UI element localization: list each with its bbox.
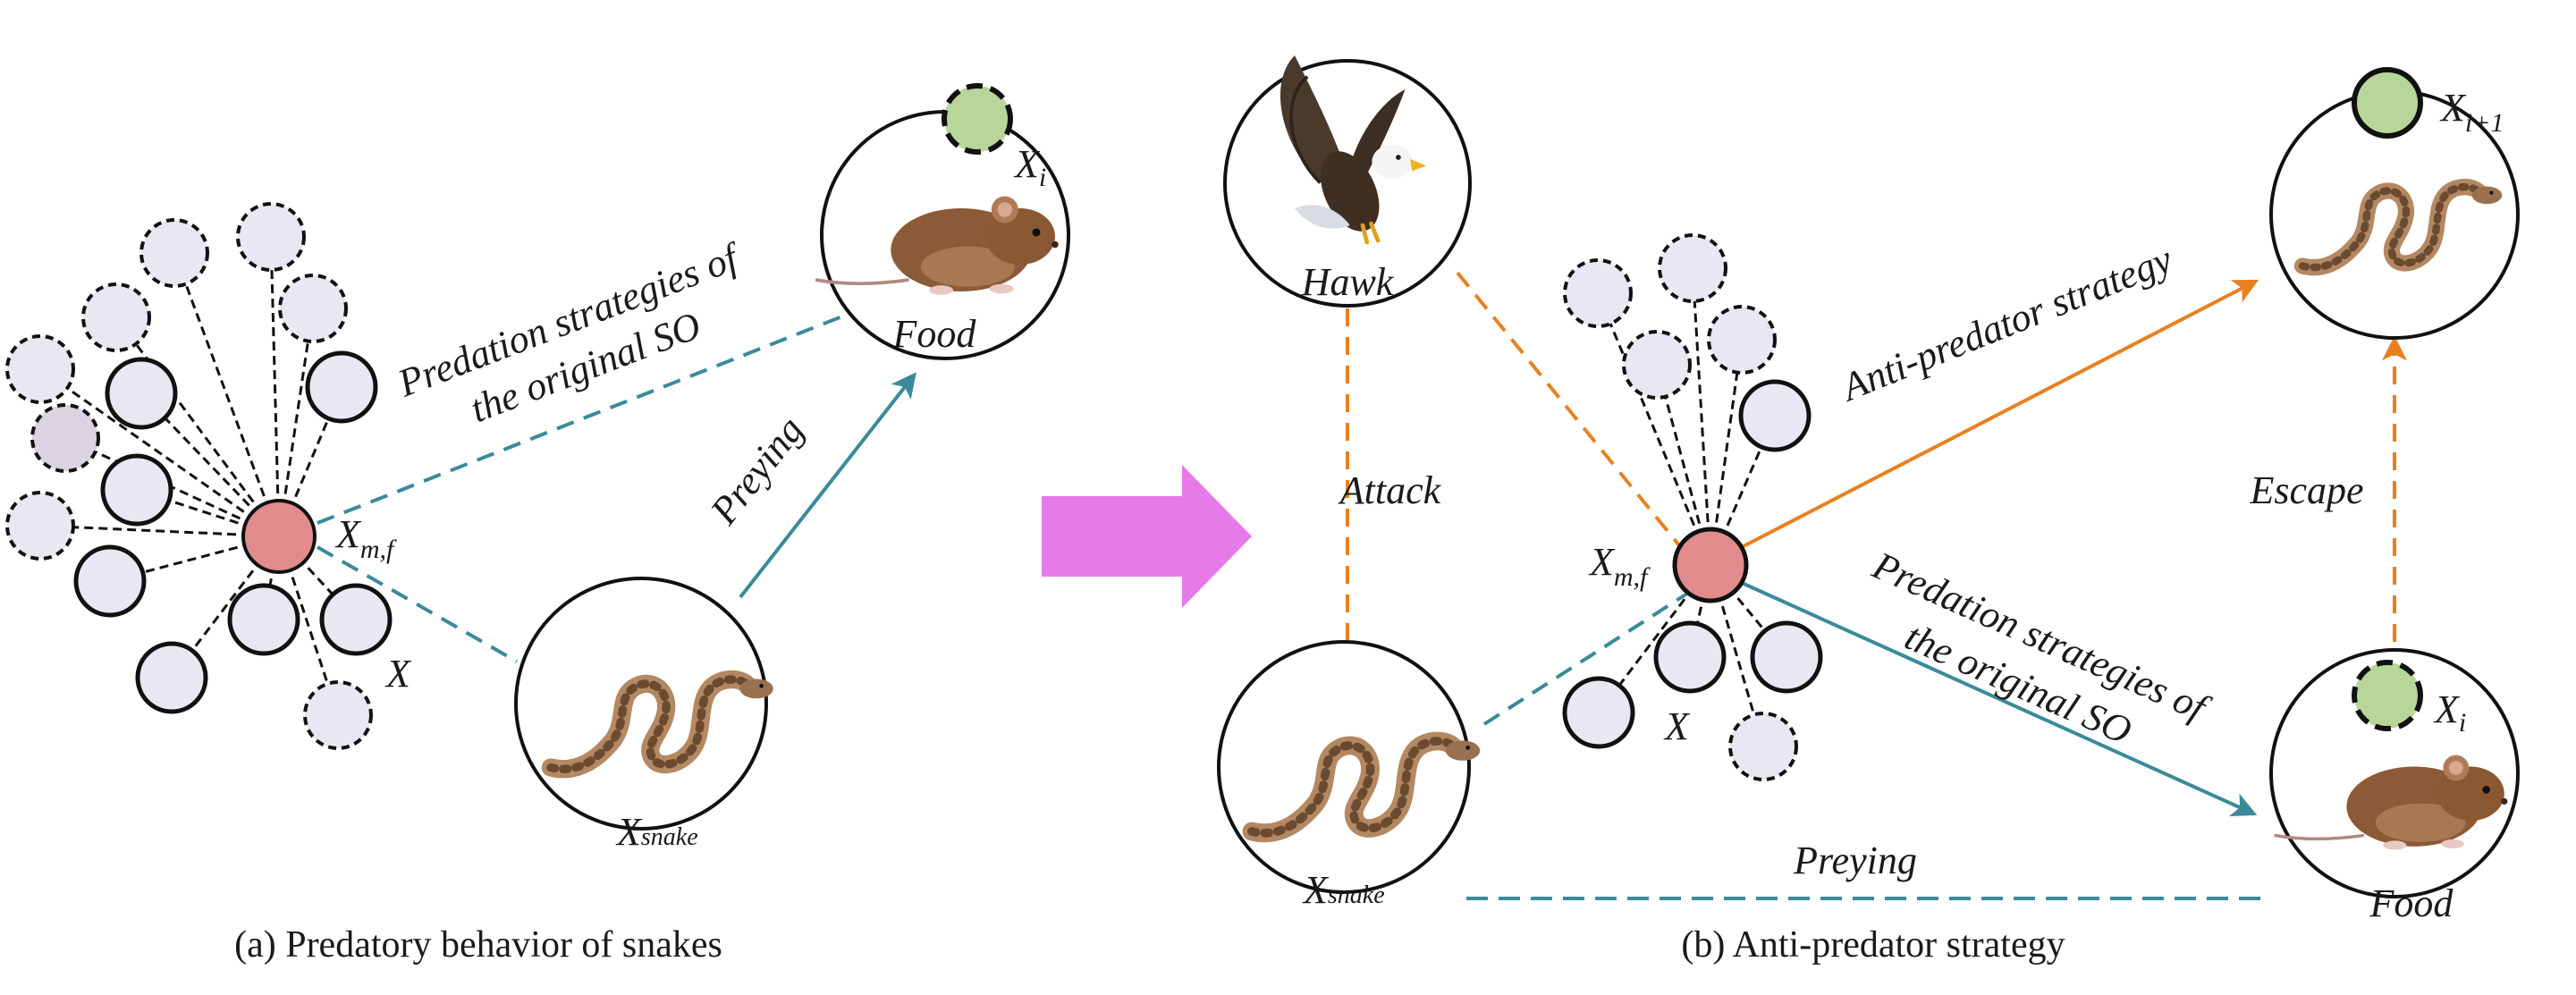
spoke-line — [136, 488, 280, 538]
target-node-xi — [2352, 660, 2423, 731]
candidate-node-dashed — [278, 274, 348, 343]
panel-a: Xm,f X Xi Food Xsnake Predation strategi… — [5, 83, 1070, 965]
caption-b: (b) Anti-predator strategy — [1681, 924, 2065, 965]
strategy-label: Predation strategies of the original SO — [1866, 543, 2217, 753]
preying-arrow — [739, 372, 916, 599]
spoke-line — [1709, 339, 1744, 566]
candidate-node — [100, 453, 173, 527]
xi1-label: Xi+1 — [2439, 86, 2504, 138]
escape-label: Escape — [2249, 468, 2363, 512]
food-label: Food — [2369, 881, 2454, 925]
strategy-arrow — [1741, 581, 2258, 817]
best-node-xmf — [1672, 527, 1749, 603]
candidate-node — [73, 544, 147, 618]
anti-predator-label: Anti-predator strategy — [1833, 237, 2178, 410]
link-to-snake — [317, 545, 518, 663]
candidate-node — [1653, 620, 1727, 694]
preying-label: Preying — [701, 409, 812, 533]
candidate-node-dashed — [1658, 233, 1727, 303]
hawk-to-best-link — [1456, 271, 1681, 547]
candidate-node — [1562, 676, 1635, 749]
candidate-node-dashed — [5, 334, 75, 404]
food-label: Food — [892, 312, 977, 356]
candidate-node-dashed — [81, 282, 151, 352]
hawk-label: Hawk — [1301, 260, 1395, 304]
candidate-node — [319, 583, 393, 656]
best-node-xmf — [241, 499, 317, 574]
snake-circle — [514, 577, 768, 831]
spoke-line — [173, 252, 281, 537]
candidate-node-dashed — [1728, 712, 1798, 781]
spoke-line — [1691, 267, 1712, 566]
spoke-line — [1596, 292, 1712, 566]
strategy-label: Predation strategies of the original SO — [392, 234, 748, 432]
xsnake-label: Xsnake — [1302, 868, 1385, 912]
candidate-node-dashed — [1707, 305, 1777, 375]
xi-label: Xi — [1013, 142, 1046, 192]
target-node-xi — [942, 83, 1013, 155]
population-x-label: X — [384, 652, 412, 696]
spoke-line — [114, 316, 281, 537]
candidate-node-dashed — [1563, 258, 1633, 328]
candidate-node — [105, 357, 178, 430]
population-x-label: X — [1663, 704, 1691, 748]
candidate-node-dashed — [5, 491, 75, 561]
candidate-node-dashed — [303, 680, 373, 750]
snake-to-best-link — [1482, 590, 1692, 726]
anti-predator-arrow — [1741, 279, 2259, 549]
candidate-node — [227, 583, 300, 656]
population-nodes — [5, 202, 393, 750]
panel-b: Xm,f X Hawk Attack Xsnake Xi+1 Xi Food A… — [1217, 55, 2520, 965]
xmf-label: Xm,f — [334, 512, 397, 564]
candidate-node — [135, 641, 208, 714]
spoke-line — [39, 367, 280, 538]
spoke-line — [277, 308, 315, 537]
xmf-label: Xm,f — [1588, 540, 1651, 592]
snake-circle — [1217, 640, 1471, 894]
candidate-node — [1750, 620, 1823, 694]
xi-label: Xi — [2433, 687, 2466, 738]
preying-label: Preying — [1793, 839, 1917, 882]
xsnake-label: Xsnake — [615, 810, 698, 854]
transition-arrow — [1042, 465, 1252, 608]
candidate-node-dashed — [236, 202, 306, 272]
spoke-line — [269, 236, 281, 537]
spoke-line — [39, 524, 280, 538]
candidate-node — [305, 350, 378, 424]
candidate-node-dashed — [30, 403, 100, 473]
attack-label: Attack — [1338, 468, 1442, 512]
candidate-node-dashed — [1622, 330, 1692, 400]
candidate-node — [1738, 379, 1812, 452]
strategy-link-to-food — [317, 311, 852, 525]
population-nodes — [1562, 233, 1823, 781]
target-node-xi1 — [2352, 67, 2423, 139]
candidate-node-dashed — [139, 218, 209, 288]
caption-a: (a) Predatory behavior of snakes — [234, 924, 722, 965]
